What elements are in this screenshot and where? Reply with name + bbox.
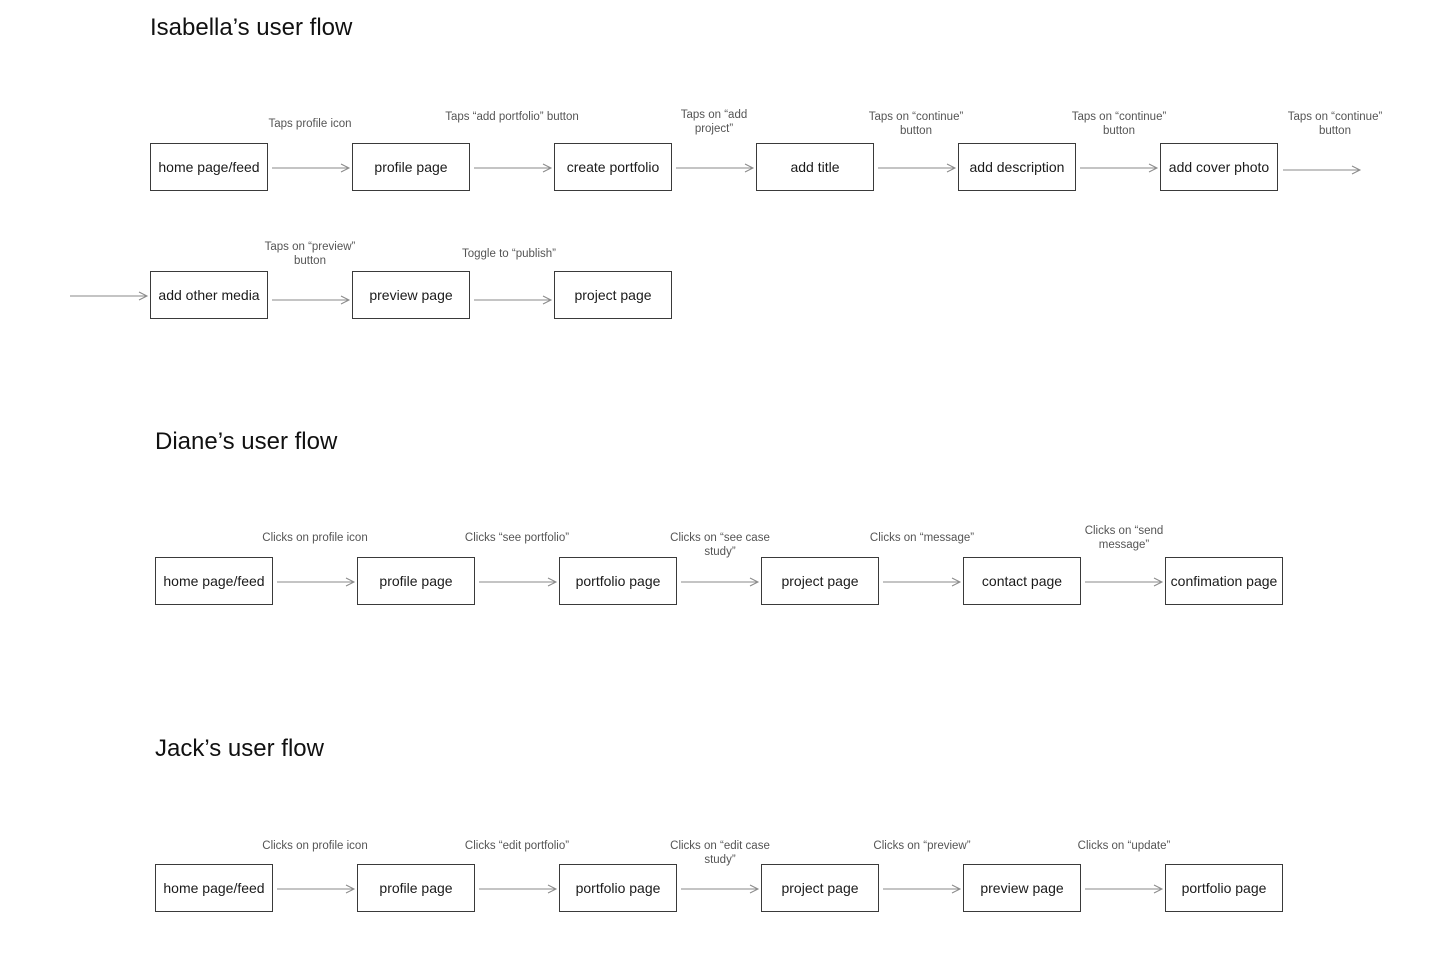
- diane-transition-label: Clicks on “message”: [869, 532, 975, 544]
- diane-transition-label: Clicks on profile icon: [262, 532, 368, 544]
- jack-node-portfolio-page: portfolio page: [559, 864, 677, 912]
- diane-transition-label: Clicks “see portfolio”: [464, 532, 570, 544]
- isabella-node-add-cover-photo: add cover photo: [1160, 143, 1278, 191]
- arrow-connector: [883, 884, 962, 894]
- isabella-transition-label: Taps “add portfolio” button: [445, 111, 579, 123]
- arrow-connector: [681, 577, 760, 587]
- arrow-connector: [277, 577, 356, 587]
- jack-transition-label: Clicks “edit portfolio”: [464, 840, 570, 852]
- isabella-flow-title: Isabella’s user flow: [150, 14, 353, 41]
- isabella-node-preview-page: preview page: [352, 271, 470, 319]
- diane-flow-title: Diane’s user flow: [155, 428, 338, 455]
- arrow-connector: [883, 577, 962, 587]
- arrow-connector: [277, 884, 356, 894]
- isabella-node-add-description: add description: [958, 143, 1076, 191]
- jack-node-home-feed: home page/feed: [155, 864, 273, 912]
- isabella-node-profile-page: profile page: [352, 143, 470, 191]
- arrow-connector: [1080, 163, 1159, 173]
- arrow-connector: [1085, 577, 1164, 587]
- arrow-connector: [272, 295, 351, 305]
- jack-node-preview-page: preview page: [963, 864, 1081, 912]
- jack-transition-label: Clicks on “preview”: [873, 840, 971, 852]
- isabella-transition-label: Toggle to “publish”: [462, 248, 556, 260]
- diane-node-portfolio-page: portfolio page: [559, 557, 677, 605]
- diane-node-project-page: project page: [761, 557, 879, 605]
- diane-node-contact-page: contact page: [963, 557, 1081, 605]
- isabella-node-add-title: add title: [756, 143, 874, 191]
- isabella-transition-label: Taps on “continue” button: [868, 111, 964, 137]
- arrow-connector: [1283, 165, 1362, 175]
- isabella-node-add-other-media: add other media: [150, 271, 268, 319]
- isabella-transition-label: Taps on “add project”: [680, 109, 748, 135]
- isabella-node-project-page: project page: [554, 271, 672, 319]
- isabella-transition-label: Taps profile icon: [268, 118, 352, 130]
- arrow-connector: [479, 577, 558, 587]
- diane-node-home-feed: home page/feed: [155, 557, 273, 605]
- arrow-connector: [1085, 884, 1164, 894]
- arrow-connector: [676, 163, 755, 173]
- diane-node-profile-page: profile page: [357, 557, 475, 605]
- jack-transition-label: Clicks on “update”: [1077, 840, 1171, 852]
- jack-transition-label: Clicks on profile icon: [262, 840, 368, 852]
- isabella-node-home-feed: home page/feed: [150, 143, 268, 191]
- jack-node-portfolio-page-final: portfolio page: [1165, 864, 1283, 912]
- diane-transition-label: Clicks on “see case study”: [670, 532, 770, 558]
- jack-node-profile-page: profile page: [357, 864, 475, 912]
- jack-node-project-page: project page: [761, 864, 879, 912]
- arrow-connector: [272, 163, 351, 173]
- isabella-transition-label: Taps on “preview” button: [264, 241, 356, 267]
- arrow-connector: [70, 291, 149, 301]
- arrow-connector: [479, 884, 558, 894]
- jack-transition-label: Clicks on “edit case study”: [670, 840, 770, 866]
- jack-flow-title: Jack’s user flow: [155, 735, 324, 762]
- arrow-connector: [878, 163, 957, 173]
- diane-node-confirmation-page: confimation page: [1165, 557, 1283, 605]
- arrow-connector: [474, 295, 553, 305]
- isabella-node-create-portfolio: create portfolio: [554, 143, 672, 191]
- isabella-transition-label: Taps on “continue” button: [1071, 111, 1167, 137]
- arrow-connector: [681, 884, 760, 894]
- isabella-transition-label: Taps on “continue” button: [1287, 111, 1383, 137]
- diane-transition-label: Clicks on “send message”: [1084, 525, 1164, 551]
- arrow-connector: [474, 163, 553, 173]
